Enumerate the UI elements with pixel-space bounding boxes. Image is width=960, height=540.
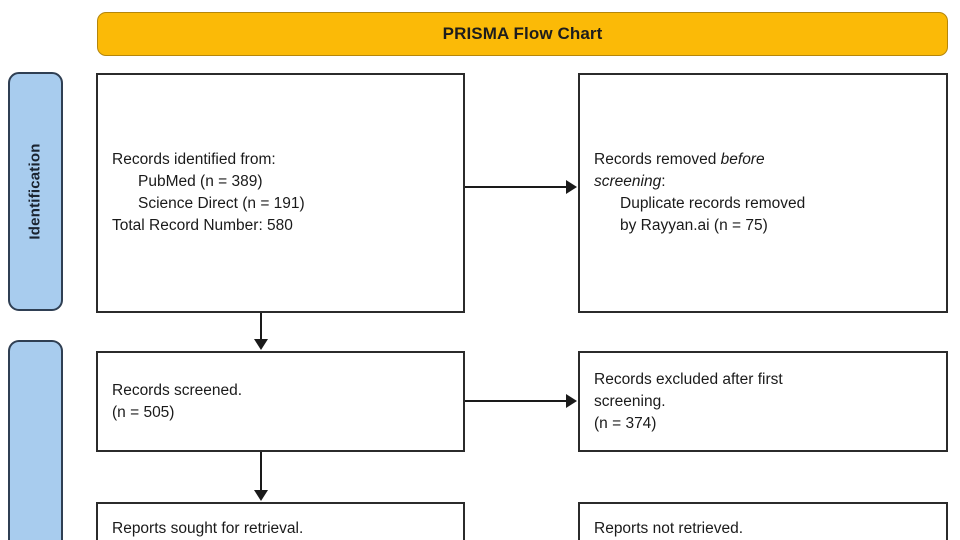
connector-identified-to-screened (260, 313, 262, 340)
records-identified-line-2: PubMed (n = 389) (138, 173, 263, 190)
reports-sought-line-1: Reports sought for retrieval. (112, 520, 304, 537)
records-removed-emphasis-before: before (720, 151, 765, 168)
box-records-removed-text: Records removed before screening: Duplic… (580, 149, 805, 237)
records-removed-line-4: by Rayyan.ai (n = 75) (620, 217, 768, 234)
records-excluded-line-1: Records excluded after first (594, 370, 783, 388)
arrowhead-screened-to-excluded (566, 394, 577, 408)
box-records-identified: Records identified from: PubMed (n = 389… (96, 73, 465, 313)
connector-screened-to-reports-sought (260, 452, 262, 491)
box-records-excluded: Records excluded after first screening. … (578, 351, 948, 452)
box-records-excluded-text: Records excluded after first screening. … (580, 369, 783, 435)
records-identified-line-4: Total Record Number: 580 (112, 217, 293, 234)
box-reports-sought: Reports sought for retrieval. (96, 502, 465, 540)
records-removed-line-3: Duplicate records removed (620, 195, 806, 212)
records-identified-line-3: Science Direct (n = 191) (138, 195, 305, 212)
stage-band-screening (8, 340, 63, 540)
records-screened-line-2: (n = 505) (112, 403, 175, 421)
reports-not-retrieved-line-1: Reports not retrieved. (594, 520, 744, 537)
stage-band-identification: Identification (8, 72, 63, 311)
box-records-screened-text: Records screened. (n = 505) (98, 380, 242, 424)
records-screened-line-1: Records screened. (112, 381, 243, 399)
chart-title-banner: PRISMA Flow Chart (97, 12, 948, 56)
records-excluded-line-3: (n = 374) (594, 414, 657, 432)
arrowhead-screened-to-reports-sought (254, 490, 268, 501)
stage-label-identification: Identification (27, 143, 45, 240)
arrowhead-identified-to-removed (566, 180, 577, 194)
arrowhead-identified-to-screened (254, 339, 268, 350)
records-removed-colon: : (661, 173, 666, 190)
box-reports-sought-text: Reports sought for retrieval. (98, 504, 303, 540)
box-reports-not-retrieved-text: Reports not retrieved. (580, 504, 743, 540)
records-removed-line-1a: Records removed (594, 151, 721, 168)
box-reports-not-retrieved: Reports not retrieved. (578, 502, 948, 540)
connector-screened-to-excluded (465, 400, 567, 402)
records-excluded-line-2: screening. (594, 392, 666, 410)
records-identified-line-1: Records identified from: (112, 151, 276, 168)
box-records-identified-text: Records identified from: PubMed (n = 389… (98, 149, 305, 237)
records-removed-emphasis-screening: screening (594, 173, 662, 190)
box-records-screened: Records screened. (n = 505) (96, 351, 465, 452)
connector-identified-to-removed (465, 186, 567, 188)
page-title: PRISMA Flow Chart (442, 24, 603, 43)
box-records-removed: Records removed before screening: Duplic… (578, 73, 948, 313)
